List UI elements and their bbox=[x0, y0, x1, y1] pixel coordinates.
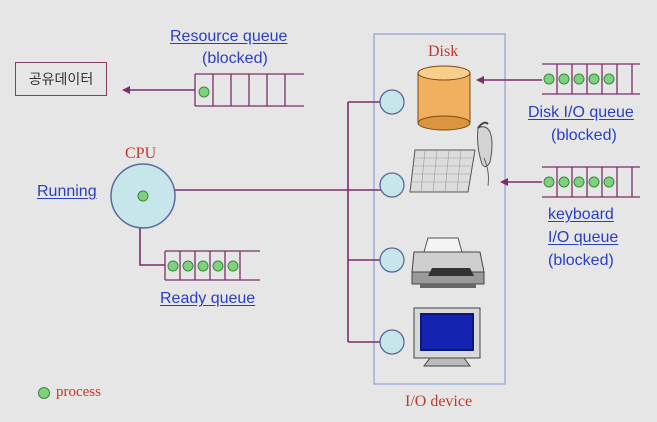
legend: process bbox=[38, 384, 101, 401]
cpu-label: CPU bbox=[125, 145, 157, 162]
printer-icon bbox=[411, 237, 485, 288]
shared-data-box: 공유데이터 bbox=[15, 62, 107, 96]
keyboard-queue-label-1[interactable]: keyboard bbox=[548, 206, 614, 223]
keyboard-io-queue bbox=[542, 166, 640, 198]
disk-icon bbox=[417, 65, 471, 131]
disk-label: Disk bbox=[428, 43, 459, 60]
legend-label: process bbox=[56, 384, 101, 400]
connection-lines bbox=[139, 101, 385, 343]
resource-queue-status: (blocked) bbox=[202, 50, 268, 67]
device-connectors bbox=[379, 89, 405, 355]
disk-io-queue-label[interactable]: Disk I/O queue bbox=[528, 104, 634, 121]
ready-queue bbox=[164, 250, 260, 281]
legend-process-dot bbox=[38, 386, 50, 399]
io-device-box bbox=[373, 33, 506, 385]
ready-queue-label[interactable]: Ready queue bbox=[160, 290, 256, 307]
keyboard-queue-label-2[interactable]: I/O queue bbox=[548, 229, 619, 246]
monitor-icon bbox=[413, 307, 481, 367]
keyboard-queue-status: (blocked) bbox=[548, 252, 614, 269]
io-device-label: I/O device bbox=[405, 393, 473, 410]
disk-io-queue bbox=[542, 63, 640, 95]
disk-io-queue-status: (blocked) bbox=[551, 127, 617, 144]
shared-data-label: 공유데이터 bbox=[28, 72, 94, 88]
running-label[interactable]: Running bbox=[37, 183, 97, 200]
cpu-process-dot bbox=[137, 190, 149, 202]
resource-queue-label[interactable]: Resource queue bbox=[170, 28, 288, 45]
keyboard-icon bbox=[409, 121, 493, 193]
resource-queue bbox=[194, 73, 304, 107]
